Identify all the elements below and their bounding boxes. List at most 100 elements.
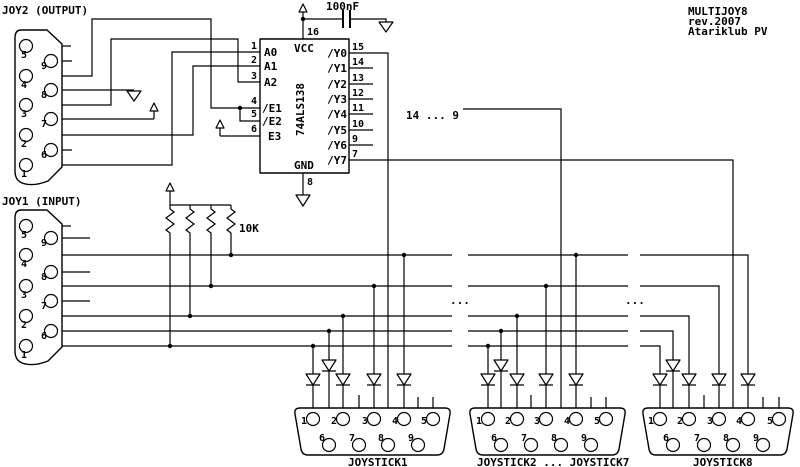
title-product: MULTIJOY8 [688,5,748,18]
svg-text:1: 1 [21,350,27,361]
svg-text:/Y6: /Y6 [327,139,347,152]
title-revision: rev.2007 [688,15,741,28]
joystick2-7-label: JOYSTICK2 ... JOYSTICK7 [477,456,629,467]
svg-text:7: 7 [521,433,527,444]
svg-text:9: 9 [753,433,759,444]
svg-text:5: 5 [421,416,427,427]
svg-text:5: 5 [21,230,27,241]
svg-text:6: 6 [251,124,257,135]
svg-text:5: 5 [594,416,600,427]
svg-text:E3: E3 [268,130,281,143]
svg-text:2: 2 [21,139,27,150]
svg-text:6: 6 [663,433,669,444]
svg-text:3: 3 [534,416,540,427]
title-author: Atariklub PV [688,25,768,38]
joystick1-label: JOYSTICK1 [348,456,408,467]
svg-text:7: 7 [349,433,355,444]
svg-text:9: 9 [352,134,358,145]
capacitor-icon [342,10,351,28]
svg-text:/Y1: /Y1 [327,62,347,75]
svg-text:2: 2 [331,416,337,427]
svg-text:/E1: /E1 [262,102,282,115]
joy2-pin-numbers: 5 4 3 2 1 9 8 7 6 [21,50,47,180]
svg-text:6: 6 [41,150,47,161]
svg-text:A2: A2 [264,76,277,89]
svg-text:6: 6 [319,433,325,444]
capacitor-value-label: 100nF [326,0,359,13]
ic-left-pin-names: A0 A1 A2 /E1 /E2 E3 [262,46,282,143]
ic-vcc-label: VCC [294,42,314,55]
title-block: MULTIJOY8 rev.2007 Atariklub PV [688,5,768,38]
ground-icons [126,21,394,207]
svg-text:7: 7 [352,149,358,160]
svg-text:3: 3 [21,109,27,120]
ic-right-pin-numbers: 15 14 13 12 11 10 9 7 [352,42,364,160]
svg-text:4: 4 [21,259,27,270]
svg-text:6: 6 [491,433,497,444]
svg-text:/Y4: /Y4 [327,108,347,121]
svg-text:8: 8 [723,433,729,444]
svg-text:2: 2 [251,55,257,66]
bus-lines [33,254,749,374]
svg-text:5: 5 [251,109,257,120]
svg-text:7: 7 [694,433,700,444]
svg-text:8: 8 [41,272,47,283]
svg-text:12: 12 [352,88,364,99]
svg-text:11: 11 [352,103,364,114]
svg-text:9: 9 [41,61,47,72]
joystick8-connector [642,407,794,456]
svg-text:2: 2 [677,416,683,427]
joystick1-diode-icons [305,359,412,386]
svg-text:3: 3 [707,416,713,427]
joy1-pin-holes [18,218,59,354]
svg-text:/Y5: /Y5 [327,124,347,137]
joy1-label: JOY1 (INPUT) [2,195,81,208]
svg-text:9: 9 [408,433,414,444]
bus-ellipsis-right: ... [625,294,645,307]
svg-text:/E2: /E2 [262,115,282,128]
svg-text:4: 4 [251,96,257,107]
ic-name-label: 74ALS138 [294,83,307,136]
ic-gnd-label: GND [294,159,314,172]
svg-text:1: 1 [301,416,307,427]
svg-text:8: 8 [41,90,47,101]
svg-text:9: 9 [581,433,587,444]
svg-text:A1: A1 [264,60,278,73]
svg-text:7: 7 [41,301,47,312]
joystick2-7-pin-holes [480,411,614,453]
ic-body [259,38,350,174]
svg-text:/Y3: /Y3 [327,93,347,106]
svg-text:/Y7: /Y7 [327,154,347,167]
svg-text:2: 2 [21,320,27,331]
svg-text:A0: A0 [264,46,277,59]
svg-text:4: 4 [736,416,742,427]
joy2-label: JOY2 (OUTPUT) [2,4,88,17]
svg-text:9: 9 [41,238,47,249]
joystick8-label: JOYSTICK8 [693,456,753,467]
svg-text:7: 7 [41,119,47,130]
svg-text:1: 1 [476,416,482,427]
svg-text:1: 1 [251,41,257,52]
joy2-pin-holes [18,38,59,173]
svg-text:8: 8 [378,433,384,444]
svg-text:4: 4 [392,416,398,427]
svg-text:4: 4 [564,416,570,427]
joy2-wires [33,18,260,166]
ic-pin8-number: 8 [307,177,313,188]
joystick2-7-pin-numbers: 1 2 3 4 5 6 7 8 9 [476,416,600,444]
svg-text:/Y2: /Y2 [327,78,347,91]
ic-pin16-number: 16 [307,27,319,38]
bus-ellipsis-left: ... [450,294,470,307]
ic-left-pin-numbers: 1 2 3 4 5 6 [251,41,257,135]
svg-text:3: 3 [21,290,27,301]
pullup-resistor-wires [165,204,236,346]
svg-text:3: 3 [362,416,368,427]
svg-text:3: 3 [251,71,257,82]
joy1-pin-numbers: 5 4 3 2 1 9 8 7 6 [21,230,47,361]
ic-right-pin-names: /Y0 /Y1 /Y2 /Y3 /Y4 /Y5 /Y6 /Y7 [327,47,347,167]
joystick2-7-diode-icons [480,359,584,386]
bundle-pins-label: 14 ... 9 [406,109,459,122]
svg-text:5: 5 [767,416,773,427]
joystick8-diode-icons [652,359,756,386]
